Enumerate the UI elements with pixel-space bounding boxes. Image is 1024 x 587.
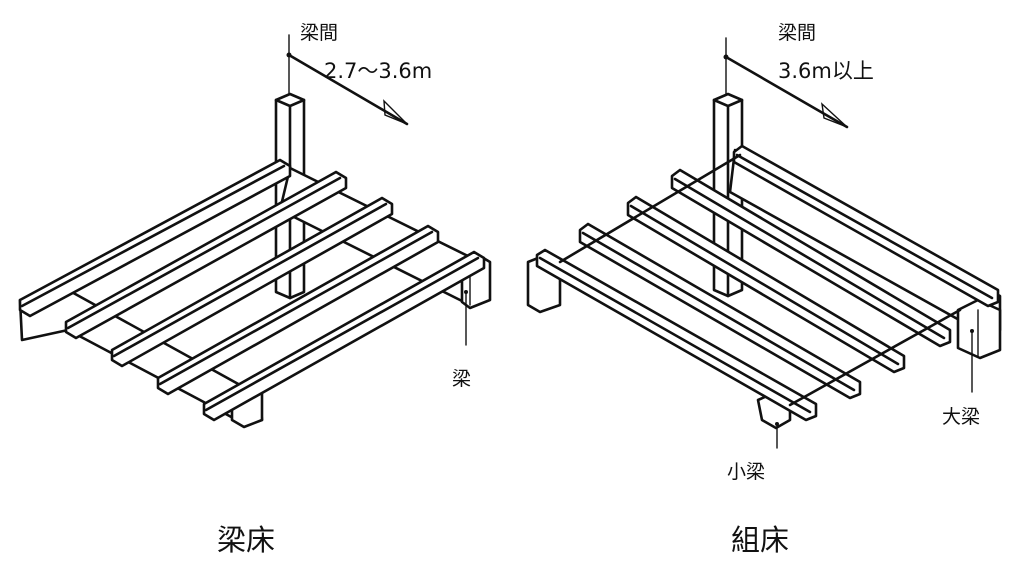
span-value-right: 3.6m以上: [778, 59, 874, 83]
joists-right: [535, 144, 1000, 422]
beam-floor-drawing: [18, 34, 492, 429]
joists-left: [18, 158, 486, 422]
part-label-beam: 梁: [452, 368, 472, 390]
span-value-left: 2.7〜3.6m: [324, 59, 433, 83]
cross-members-right: [558, 153, 962, 407]
leader-small-beam: [775, 422, 779, 449]
framed-floor-drawing: [526, 37, 1002, 449]
caption-framed-floor: 組床: [731, 523, 790, 557]
span-arrow-left: [286, 34, 409, 126]
span-label-right: 梁間: [778, 22, 817, 44]
part-label-girder: 大梁: [942, 406, 981, 428]
leader-girder: [970, 329, 974, 393]
part-label-small-beam: 小梁: [727, 461, 766, 483]
span-arrow-right: [723, 37, 849, 129]
caption-beam-floor: 梁床: [217, 523, 276, 557]
leader-beam: [464, 290, 468, 346]
span-label-left: 梁間: [300, 22, 339, 44]
